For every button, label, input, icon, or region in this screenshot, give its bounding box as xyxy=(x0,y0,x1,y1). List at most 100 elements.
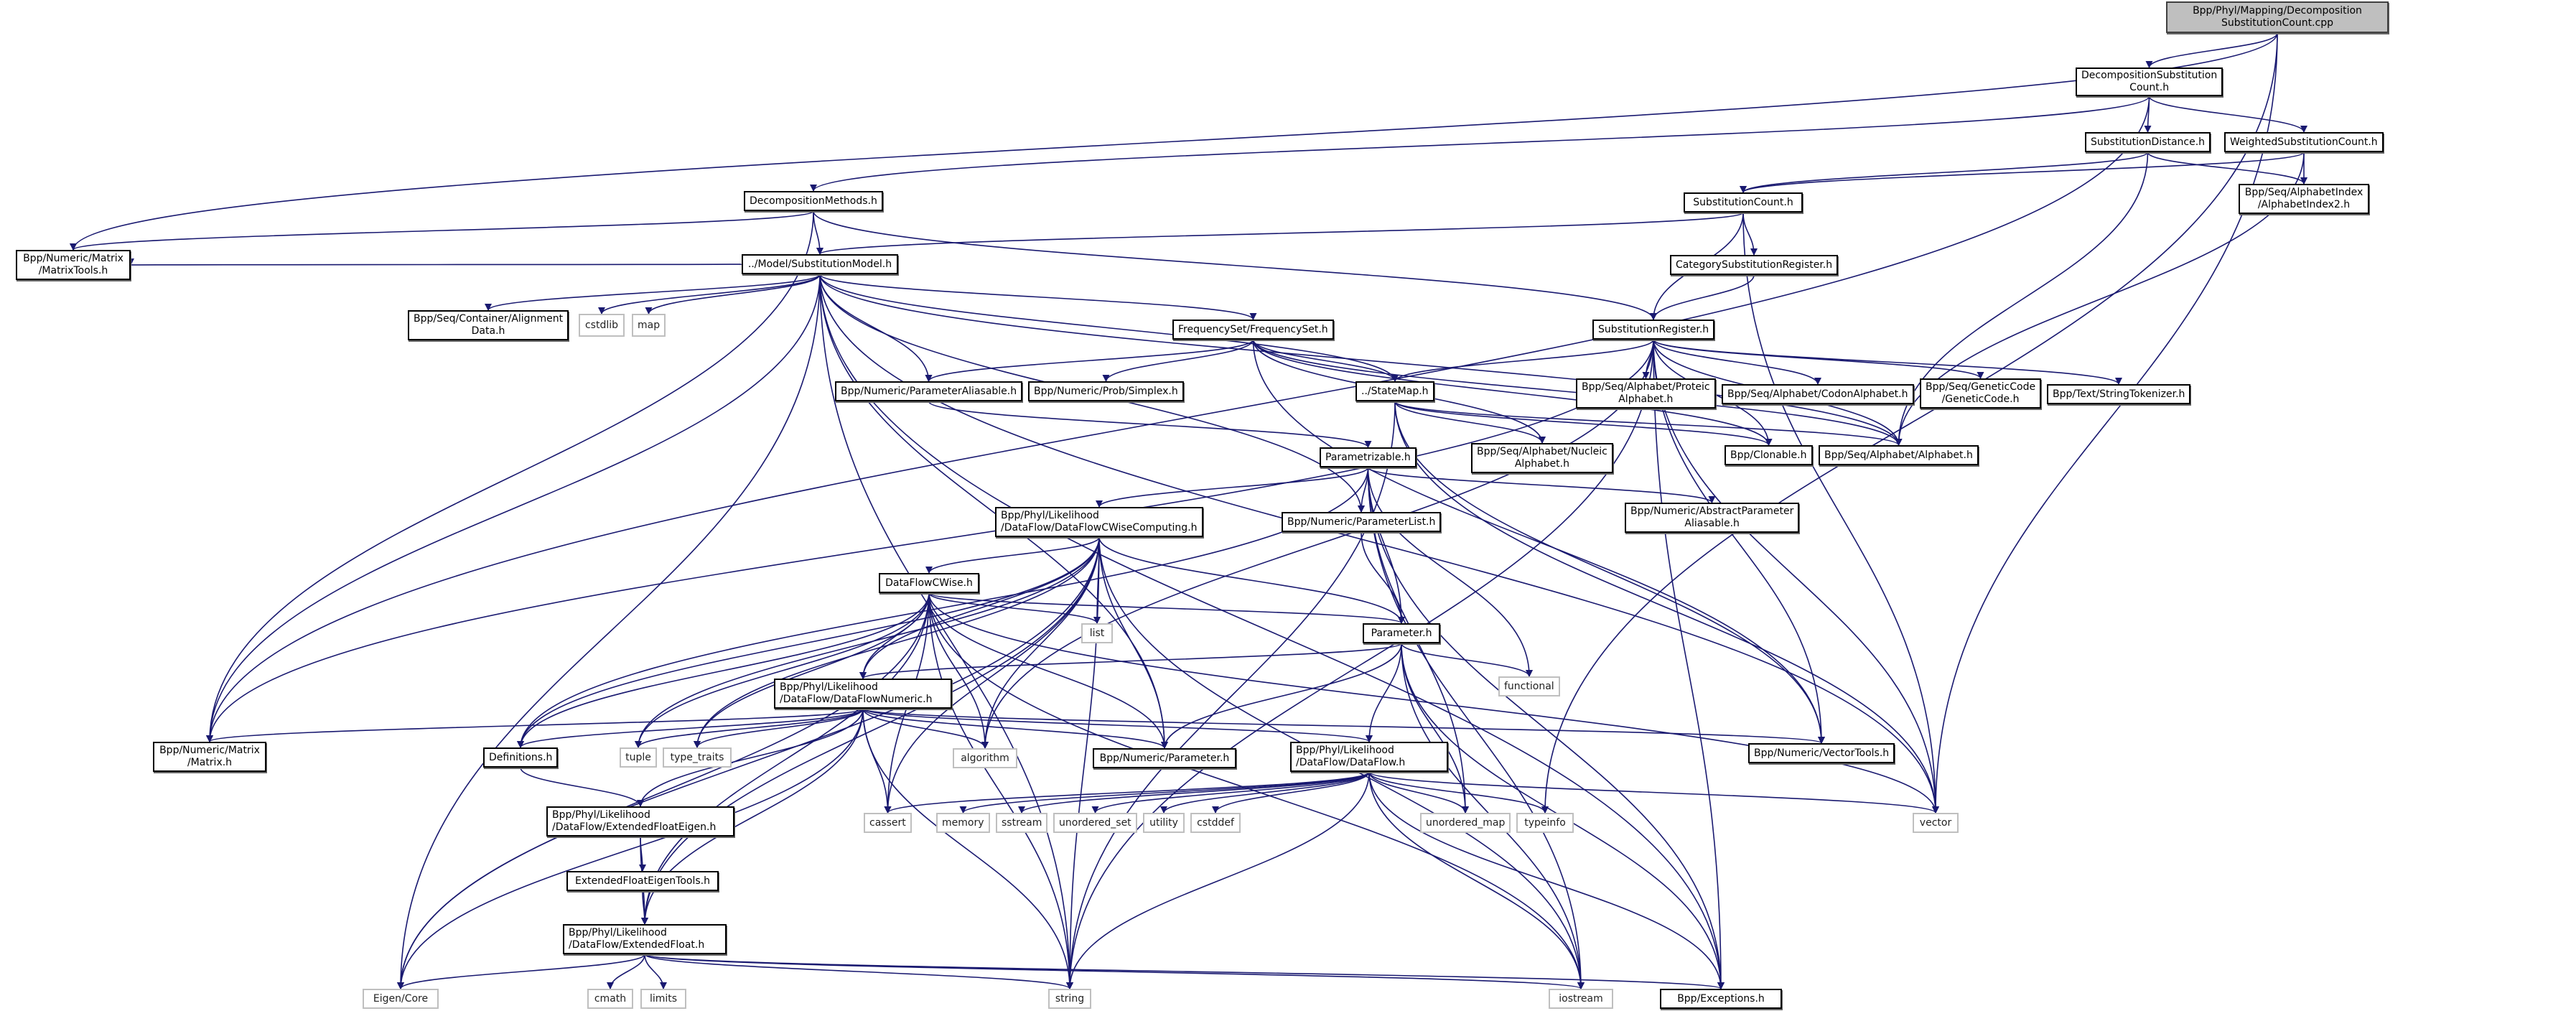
edge-sm-to-ad xyxy=(485,274,821,311)
node-nparam[interactable]: Bpp/Numeric/Parameter.h xyxy=(1093,748,1236,768)
node-param[interactable]: Parametrizable.h xyxy=(1320,447,1417,467)
node-nucl[interactable]: Bpp/Seq/Alphabet/Nucleic Alphabet.h xyxy=(1471,443,1613,473)
node-dsc[interactable]: DecompositionSubstitution Count.h xyxy=(2076,67,2223,96)
node-ad[interactable]: Bpp/Seq/Container/Alignment Data.h xyxy=(408,310,569,340)
node-alph[interactable]: Bpp/Seq/Alphabet/Alphabet.h xyxy=(1819,445,1979,465)
edge-dfcw-to-defs xyxy=(517,536,1100,748)
edge-sm-to-exc xyxy=(819,274,1725,989)
node-ef[interactable]: Bpp/Phyl/Likelihood /DataFlow/ExtendedFl… xyxy=(563,924,727,954)
node-uset: unordered_set xyxy=(1053,813,1137,833)
edge-sm-to-string xyxy=(819,274,1073,989)
node-vt[interactable]: Bpp/Numeric/VectorTools.h xyxy=(1748,743,1895,763)
node-apa[interactable]: Bpp/Numeric/AbstractParameter Aliasable.… xyxy=(1625,503,1800,533)
node-sr[interactable]: SubstitutionRegister.h xyxy=(1592,320,1715,340)
edge-df-to-cstddef xyxy=(1212,771,1370,814)
edge-dfn-to-nparam xyxy=(862,708,1168,749)
node-fs[interactable]: FrequencySet/FrequencySet.h xyxy=(1172,320,1334,340)
edge-sr-to-matrix xyxy=(206,339,1654,742)
node-df[interactable]: Bpp/Phyl/Likelihood /DataFlow/DataFlow.h xyxy=(1290,742,1448,772)
edge-fs-to-vt xyxy=(1252,339,1825,744)
node-cstdlib: cstdlib xyxy=(579,314,625,337)
node-limits: limits xyxy=(640,989,686,1009)
edge-sr-to-stmap xyxy=(1391,339,1654,382)
edge-dsc-to-dm xyxy=(810,95,2150,192)
node-matrix[interactable]: Bpp/Numeric/Matrix /Matrix.h xyxy=(153,742,266,772)
edge-df-to-string xyxy=(1066,771,1370,989)
node-root[interactable]: Bpp/Phyl/Mapping/Decomposition Substitut… xyxy=(2166,1,2389,33)
edge-dsc-to-matrix xyxy=(206,95,2150,742)
node-parameter[interactable]: Parameter.h xyxy=(1363,623,1440,643)
edge-sm-to-matrix xyxy=(206,274,821,742)
node-sdist[interactable]: SubstitutionDistance.h xyxy=(2085,132,2211,152)
edge-dfn-to-algorithm xyxy=(862,708,989,749)
node-sm[interactable]: ../Model/SubstitutionModel.h xyxy=(742,254,898,274)
node-stmap[interactable]: ../StateMap.h xyxy=(1355,381,1434,401)
edge-ef-to-exc xyxy=(644,954,1725,989)
node-codon[interactable]: Bpp/Seq/Alphabet/CodonAlphabet.h xyxy=(1722,384,1914,404)
edge-sc-to-vector xyxy=(1742,212,1939,814)
node-functional: functional xyxy=(1498,676,1560,696)
node-dfcwise[interactable]: DataFlowCWise.h xyxy=(879,573,979,593)
edge-stmap-to-vector xyxy=(1394,401,1939,814)
edge-sm-to-alph xyxy=(819,274,1903,446)
edge-dfcw-to-cassert xyxy=(884,536,1100,814)
node-csr[interactable]: CategorySubstitutionRegister.h xyxy=(1670,255,1839,275)
node-strtok[interactable]: Bpp/Text/StringTokenizer.h xyxy=(2047,384,2191,404)
edge-dfcwise-to-list xyxy=(928,592,1101,624)
edge-ef-to-string xyxy=(644,954,1073,989)
edge-dfcwise-to-vector xyxy=(928,592,1939,814)
edge-param-to-exc xyxy=(1367,467,1725,989)
node-dfn[interactable]: Bpp/Phyl/Likelihood /DataFlow/DataFlowNu… xyxy=(774,679,952,709)
edge-dfn-to-string xyxy=(862,708,1073,989)
edge-sc-to-sm xyxy=(816,212,1744,255)
edge-dfcw-to-string xyxy=(1066,536,1100,989)
node-defs[interactable]: Definitions.h xyxy=(483,747,559,768)
node-eigen: Eigen/Core xyxy=(363,989,439,1009)
edge-param-to-apa xyxy=(1367,467,1716,503)
node-efet[interactable]: ExtendedFloatEigenTools.h xyxy=(566,871,719,891)
edge-dfcw-to-parameter xyxy=(1098,536,1405,624)
node-ai2[interactable]: Bpp/Seq/AlphabetIndex /AlphabetIndex2.h xyxy=(2239,184,2369,214)
edge-efet-to-ef xyxy=(640,890,648,925)
edge-dm-to-sr xyxy=(813,210,1657,320)
node-cassert: cassert xyxy=(864,813,912,833)
node-prot[interactable]: Bpp/Seq/Alphabet/Proteic Alphabet.h xyxy=(1576,378,1716,409)
node-sc[interactable]: SubstitutionCount.h xyxy=(1684,192,1803,213)
node-map: map xyxy=(632,314,666,337)
edge-stmap-to-nucl xyxy=(1394,401,1546,444)
edge-df-to-utility xyxy=(1160,771,1370,814)
node-pa[interactable]: Bpp/Numeric/ParameterAliasable.h xyxy=(835,381,1023,401)
node-dfcw[interactable]: Bpp/Phyl/Likelihood /DataFlow/DataFlowCW… xyxy=(995,507,1203,537)
edge-sr-to-codon xyxy=(1653,339,1821,385)
edge-dfcwise-to-eigen xyxy=(397,592,930,989)
node-gc[interactable]: Bpp/Seq/GeneticCode /GeneticCode.h xyxy=(1920,378,2042,409)
edge-parameter-to-functional xyxy=(1401,643,1533,677)
node-efe[interactable]: Bpp/Phyl/Likelihood /DataFlow/ExtendedFl… xyxy=(546,806,734,837)
node-list: list xyxy=(1081,623,1113,643)
edge-dfcwise-to-algorithm xyxy=(928,592,989,749)
node-typeinfo: typeinfo xyxy=(1516,813,1574,833)
edge-dm-to-mt xyxy=(70,210,814,251)
edge-sr-to-algorithm xyxy=(981,339,1654,749)
edge-dfcw-to-ef xyxy=(641,536,1100,925)
node-wsc[interactable]: WeightedSubstitutionCount.h xyxy=(2224,132,2384,152)
edge-fs-to-clon xyxy=(1252,339,1773,446)
edge-parameter-to-dfn xyxy=(859,643,1402,679)
edge-sr-to-strtok xyxy=(1653,339,2122,385)
edge-sm-to-eigen xyxy=(397,274,821,989)
edge-sdist-to-ai2 xyxy=(2147,152,2307,185)
node-clon[interactable]: Bpp/Clonable.h xyxy=(1725,445,1813,465)
node-dm[interactable]: DecompositionMethods.h xyxy=(744,191,883,211)
node-plist[interactable]: Bpp/Numeric/ParameterList.h xyxy=(1282,512,1442,532)
edge-df-to-vector xyxy=(1368,771,1939,814)
edge-df-to-exc xyxy=(1368,771,1725,989)
node-exc[interactable]: Bpp/Exceptions.h xyxy=(1660,989,1782,1009)
edge-sm-to-fs xyxy=(819,274,1257,320)
edge-dfn-to-tt xyxy=(694,708,864,748)
edge-plist-to-parameter xyxy=(1361,531,1405,624)
edge-sm-to-mt xyxy=(130,258,742,266)
node-mt[interactable]: Bpp/Numeric/Matrix /MatrixTools.h xyxy=(16,250,131,280)
node-simplex[interactable]: Bpp/Numeric/Prob/Simplex.h xyxy=(1028,381,1184,401)
edge-dfn-to-eigen xyxy=(397,708,864,989)
edge-sm-to-nparam xyxy=(819,274,1168,749)
